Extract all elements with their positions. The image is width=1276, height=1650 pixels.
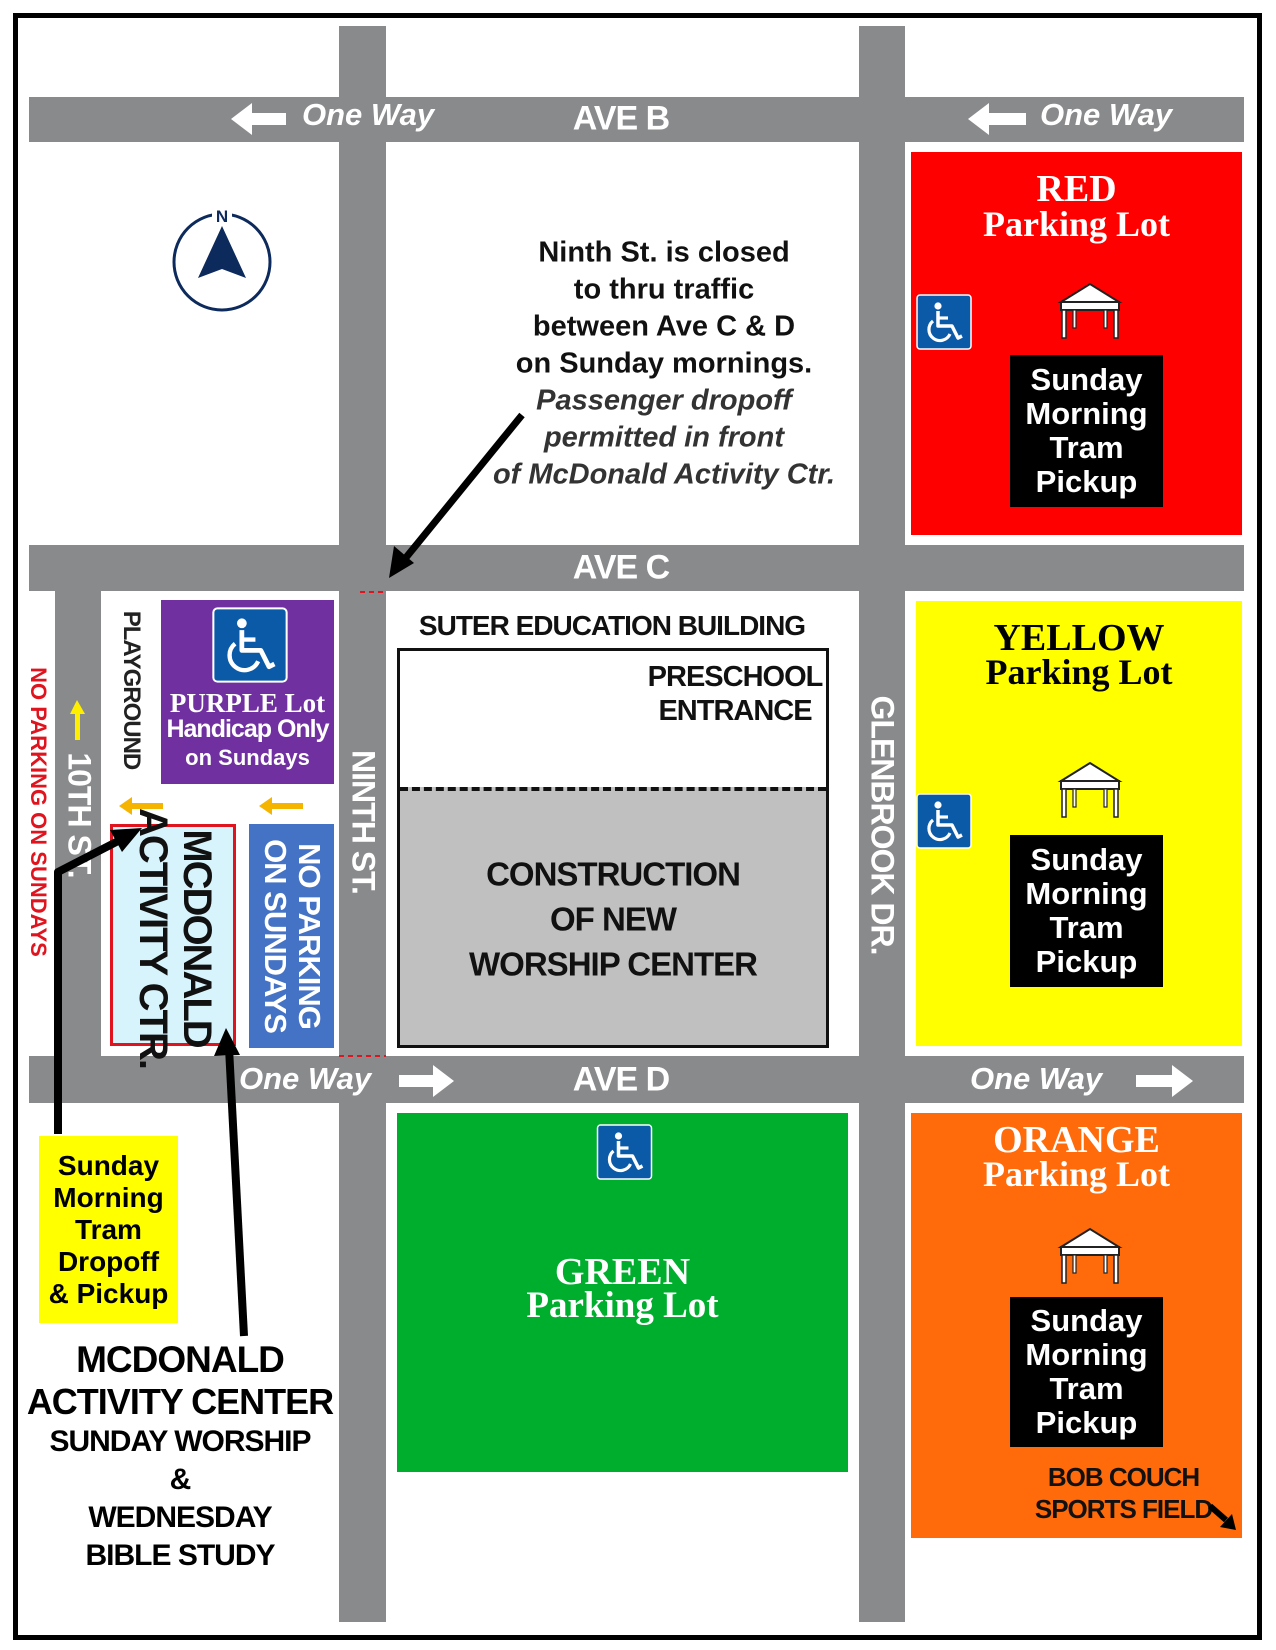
bob-couch-line: SPORTS FIELD [1034, 1494, 1213, 1524]
yellow-left-arrow-icon [119, 797, 163, 815]
suter-education-building [397, 648, 829, 1048]
tram-line: Tram [1049, 430, 1124, 465]
one-way-label-ave-b-east: One Way [1040, 97, 1173, 132]
tram-pickup-sign: Sunday Morning Tram Pickup [1010, 355, 1163, 507]
ave-c-label: AVE C [572, 548, 670, 587]
map-border [13, 13, 1262, 1640]
ave-d-label: AVE D [572, 1060, 670, 1099]
tram-dropoff-sign: Sunday Morning Tram Dropoff & Pickup [39, 1136, 178, 1323]
one-way-arrow-east-icon [1136, 1065, 1193, 1097]
notice-line: between Ave C & D [532, 310, 796, 343]
tram-line: Morning [1025, 396, 1148, 431]
purple-parking-lot: PURPLE Lot Handicap Only on Sundays [161, 600, 334, 784]
construction-line: WORSHIP CENTER [469, 945, 758, 983]
construction-area [400, 787, 826, 1045]
caption-line: MCDONALD [76, 1339, 285, 1380]
green-lot-subtitle: Parking Lot [526, 1285, 719, 1326]
road-10th-st [55, 591, 101, 1056]
tram-line: Sunday [1030, 1303, 1143, 1338]
svg-text:N: N [216, 207, 228, 226]
green-lot-title: GREEN [554, 1251, 691, 1293]
notice-line: to thru traffic [573, 273, 755, 306]
purple-lot-title: PURPLE Lot [169, 688, 326, 718]
construction-label: CONSTRUCTION OF NEW WORSHIP CENTER [469, 852, 758, 987]
one-way-label-ave-d-west: One Way [239, 1061, 372, 1096]
caption-line: WEDNESDAY [88, 1501, 272, 1534]
caption-line: ACTIVITY CENTER [26, 1381, 334, 1422]
purple-lot-handicap-only: Handicap Only [166, 715, 329, 743]
yellow-left-arrow-icon [259, 797, 303, 815]
yellow-lot-title: YELLOW [993, 617, 1165, 659]
road-ninth-st [339, 26, 386, 1622]
north-compass-icon: N [172, 204, 272, 312]
dropoff-line: Sunday [57, 1149, 160, 1181]
preschool-line: ENTRANCE [658, 695, 812, 727]
bob-couch-sports-field-label: BOB COUCH SPORTS FIELD [1021, 1461, 1226, 1525]
red-lot-title: RED [1036, 168, 1117, 210]
tram-line: Tram [1049, 1371, 1124, 1406]
dropoff-line: Tram [75, 1213, 142, 1245]
mcdonald-activity-ctr-building [110, 824, 236, 1046]
mcdonald-activity-center-caption: MCDONALD ACTIVITY CENTER SUNDAY WORSHIP … [20, 1338, 340, 1575]
caption-line: BIBLE STUDY [85, 1539, 275, 1572]
no-parking-zone [249, 824, 334, 1048]
caption-line: & [169, 1463, 192, 1496]
green-parking-lot: GREEN Parking Lot [397, 1113, 848, 1472]
one-way-arrow-east-icon [399, 1065, 454, 1097]
orange-lot-title: ORANGE [993, 1119, 1160, 1161]
orange-lot-subtitle: Parking Lot [982, 1154, 1170, 1194]
preschool-line: PRESCHOOL [647, 661, 824, 693]
purple-lot-on-sundays: on Sundays [185, 745, 310, 770]
yellow-lot-subtitle: Parking Lot [985, 652, 1173, 692]
yellow-up-arrow-icon [70, 700, 85, 740]
road-ave-b [29, 97, 1244, 142]
dropoff-line: & Pickup [48, 1277, 169, 1309]
caption-pointer-arrow-icon [214, 1028, 248, 1337]
notice-italic-line: Passenger dropoff [536, 384, 792, 417]
dropoff-arrow-icon [389, 412, 525, 578]
tram-line: Pickup [1035, 944, 1138, 979]
tram-route-arrow-icon [54, 828, 142, 1134]
road-glenbrook-dr [859, 26, 905, 1622]
tram-line: Morning [1025, 1337, 1148, 1372]
bob-couch-line: BOB COUCH [1047, 1462, 1200, 1492]
red-parking-lot: RED Parking Lot Sunday Morning Tram Pick… [911, 152, 1242, 535]
caption-line: SUNDAY WORSHIP [49, 1425, 311, 1458]
tram-line: Tram [1049, 910, 1124, 945]
sports-field-direction-arrow-icon [1208, 1503, 1236, 1530]
road-ave-c [29, 545, 1244, 591]
ninth-st-closure-notice: Ninth St. is closed to thru traffic betw… [493, 235, 835, 494]
one-way-label-ave-b-west: One Way [302, 97, 435, 132]
dropoff-line: Dropoff [57, 1245, 160, 1277]
one-way-label-ave-d-east: One Way [970, 1061, 1103, 1096]
tram-pickup-sign: Sunday Morning Tram Pickup [1010, 835, 1163, 987]
notice-italic-line: permitted in front [543, 421, 785, 454]
tram-line: Morning [1025, 876, 1148, 911]
one-way-arrow-west-icon [231, 103, 286, 135]
yellow-parking-lot: YELLOW Parking Lot Sunday Morning Tram P… [916, 601, 1242, 1046]
construction-line: CONSTRUCTION [486, 855, 741, 893]
tram-line: Sunday [1030, 362, 1143, 397]
notice-line: Ninth St. is closed [538, 236, 790, 269]
suter-building-label: SUTER EDUCATION BUILDING [418, 610, 806, 641]
orange-parking-lot: ORANGE Parking Lot Sunday Morning Tram P… [911, 1113, 1242, 1538]
one-way-arrow-west-icon [968, 103, 1026, 135]
dropoff-line: Morning [53, 1181, 164, 1213]
construction-line: OF NEW [550, 900, 677, 938]
notice-line: on Sunday mornings. [515, 347, 813, 380]
tram-pickup-sign: Sunday Morning Tram Pickup [1010, 1297, 1163, 1447]
tram-line: Pickup [1035, 1405, 1138, 1440]
ave-b-label: AVE B [572, 99, 670, 138]
red-lot-subtitle: Parking Lot [982, 204, 1170, 244]
tram-line: Sunday [1030, 842, 1143, 877]
notice-italic-line: of McDonald Activity Ctr. [492, 458, 836, 491]
preschool-entrance-label: PRESCHOOL ENTRANCE [640, 660, 830, 728]
tram-line: Pickup [1035, 464, 1138, 499]
